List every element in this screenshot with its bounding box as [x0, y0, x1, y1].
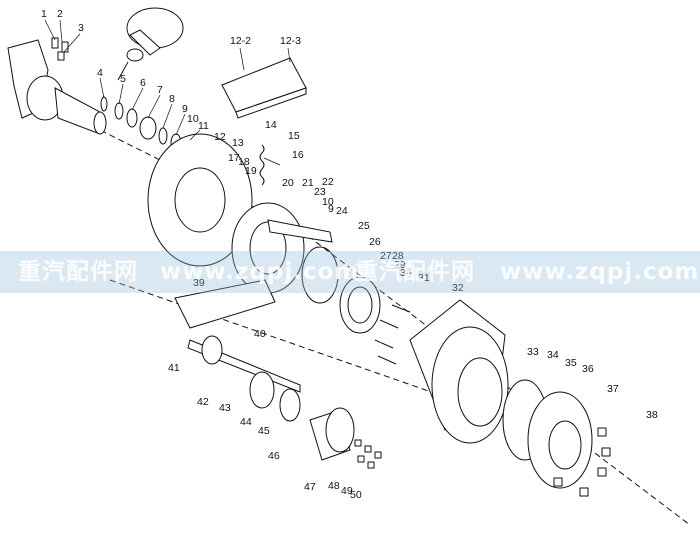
- callout-8: 8: [169, 93, 175, 105]
- callout-26: 26: [369, 236, 381, 248]
- callout-40: 40: [254, 328, 266, 340]
- lower-brake-shoe: [174, 279, 276, 329]
- callout-36: 36: [582, 363, 594, 375]
- backing-plate: [147, 133, 253, 267]
- callout-49: 49: [341, 485, 353, 497]
- callout-19: 19: [245, 165, 257, 177]
- wheel-bearing: [339, 276, 381, 334]
- callout-18: 18: [238, 156, 250, 168]
- watermark-left-text: 重汽配件网: [18, 259, 138, 285]
- half-shaft: [187, 335, 301, 393]
- callout-43: 43: [219, 402, 231, 414]
- watermark-right-url: www.zqpj.com: [500, 259, 700, 285]
- callout-23: 23: [314, 186, 326, 198]
- callout-31: 31: [418, 272, 430, 284]
- brake-chamber: [117, 7, 184, 81]
- callout-22: 22: [322, 176, 334, 188]
- watermark: 重汽配件网 www.zqpj.com 重汽配件网 www.zqpj.com: [0, 251, 700, 293]
- callout-11: 11: [198, 120, 209, 132]
- callout-1: 1: [41, 8, 47, 20]
- camshaft: [267, 219, 333, 243]
- return-spring: [259, 144, 265, 186]
- callout-7: 7: [157, 84, 163, 96]
- callout-9b: 9: [328, 203, 334, 215]
- callout-12-2: 12-2: [230, 35, 251, 47]
- fastener-cluster: [354, 439, 382, 469]
- callout-10: 10: [187, 113, 199, 125]
- callout-13: 13: [232, 137, 244, 149]
- callout-15: 15: [288, 130, 300, 142]
- seal-rings-4-10: [100, 96, 182, 153]
- callout-27: 27: [380, 250, 392, 262]
- callout-38: 38: [646, 409, 658, 421]
- callout-10b: 10: [322, 196, 334, 208]
- watermark-center-text: 重汽配件网: [355, 259, 475, 285]
- callout-35: 35: [565, 357, 577, 369]
- callout-12-3: 12-3: [280, 35, 301, 47]
- callout-9: 9: [182, 103, 188, 115]
- axis-centerline-shaft: [109, 279, 441, 396]
- callout-48: 48: [328, 480, 340, 492]
- watermark-band: [0, 251, 700, 293]
- callout-17: 17: [228, 152, 240, 164]
- brake-drum: [409, 299, 509, 444]
- callout-37: 37: [607, 383, 619, 395]
- callout-21: 21: [302, 177, 314, 189]
- watermark-left-url: www.zqpj.com: [160, 259, 360, 285]
- callout-28: 28: [392, 250, 404, 262]
- bolt-group-1-3: [51, 37, 69, 61]
- callout-12: 12: [214, 131, 226, 143]
- wheel-hub: [502, 379, 593, 489]
- callout-4: 4: [97, 67, 103, 79]
- callout-5: 5: [120, 73, 126, 85]
- wheel-studs: [374, 304, 411, 365]
- callout-2: 2: [57, 8, 63, 20]
- callout-16: 16: [292, 149, 304, 161]
- callout-47: 47: [304, 481, 316, 493]
- planetary-gear-set: [249, 371, 301, 422]
- callout-14: 14: [265, 119, 277, 131]
- callout-46: 46: [268, 450, 280, 462]
- leader-lines: [44, 19, 291, 166]
- brake-shoe-lining: [221, 57, 307, 119]
- callout-32: 32: [452, 282, 464, 294]
- callout-24: 24: [336, 205, 348, 217]
- planetary-carrier: [309, 407, 355, 461]
- callout-41: 41: [168, 362, 180, 374]
- callout-labels: 1 2 3 4 5 6 7 8 9 10 11 12-2 12-3 12 13 …: [41, 8, 658, 501]
- callout-20: 20: [282, 177, 294, 189]
- steering-knuckle: [7, 39, 107, 135]
- callout-44: 44: [240, 416, 252, 428]
- callout-50: 50: [350, 489, 362, 501]
- callout-30: 30: [400, 267, 412, 279]
- callout-42: 42: [197, 396, 209, 408]
- roller-ring: [301, 246, 339, 304]
- callout-33: 33: [527, 346, 539, 358]
- callout-34: 34: [547, 349, 559, 361]
- callout-39: 39: [193, 277, 205, 289]
- callout-3: 3: [78, 22, 84, 34]
- callout-45: 45: [258, 425, 270, 437]
- hub-nuts: [553, 427, 611, 497]
- callout-29: 29: [394, 259, 406, 271]
- callout-6: 6: [140, 77, 146, 89]
- callout-25: 25: [358, 220, 370, 232]
